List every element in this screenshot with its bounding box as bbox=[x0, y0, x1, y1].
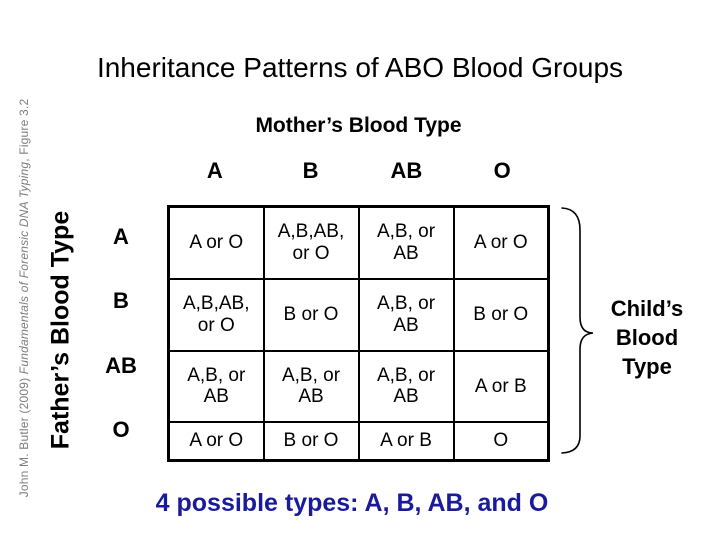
citation-suffix: , Figure 3.2 bbox=[17, 98, 31, 162]
mother-type-ab: AB bbox=[390, 158, 423, 183]
table-cell: A,B,AB, or O bbox=[262, 205, 360, 280]
mother-type-headers: A B AB O bbox=[167, 158, 550, 184]
father-type-b: B bbox=[113, 288, 129, 314]
table-cell: A,B, or AB bbox=[357, 205, 455, 280]
table-row: A,B,AB, or O B or O A,B, or AB B or O bbox=[167, 277, 550, 352]
table-cell: A,B,AB, or O bbox=[167, 277, 265, 352]
table-cell: A or B bbox=[452, 349, 550, 424]
table-cell: A or O bbox=[452, 205, 550, 280]
table-cell: A or O bbox=[167, 421, 265, 462]
table-row: A or O B or O A or B O bbox=[167, 421, 550, 462]
table-cell: O bbox=[452, 421, 550, 462]
mother-axis-label: Mother’s Blood Type bbox=[255, 114, 462, 137]
citation: John M. Butler (2009) Fundamentals of Fo… bbox=[17, 99, 31, 498]
mother-type-o: O bbox=[493, 158, 511, 183]
table-row: A,B, or AB A,B, or AB A,B, or AB A or B bbox=[167, 349, 550, 424]
summary-caption: 4 possible types: A, B, AB, and O bbox=[155, 489, 549, 517]
citation-prefix: John M. Butler (2009) bbox=[17, 374, 31, 498]
father-type-ab: AB bbox=[105, 352, 137, 378]
father-axis-label: Father’s Blood Type bbox=[46, 210, 75, 450]
table-cell: B or O bbox=[262, 277, 360, 352]
table-cell: B or O bbox=[452, 277, 550, 352]
inheritance-table: A or O A,B,AB, or O A,B, or AB A or O A,… bbox=[167, 205, 550, 462]
citation-book-title: Fundamentals of Forensic DNA Typing bbox=[17, 161, 31, 375]
table-cell: A,B, or AB bbox=[167, 349, 265, 424]
table-cell: A or O bbox=[167, 205, 265, 280]
table-cell: A or B bbox=[357, 421, 455, 462]
table-row: A or O A,B,AB, or O A,B, or AB A or O bbox=[167, 205, 550, 280]
curly-brace-icon bbox=[561, 207, 594, 454]
page-title: Inheritance Patterns of ABO Blood Groups bbox=[96, 52, 624, 83]
table-cell: A,B, or AB bbox=[262, 349, 360, 424]
table-cell: B or O bbox=[262, 421, 360, 462]
mother-type-a: A bbox=[206, 158, 223, 183]
table-cell: A,B, or AB bbox=[357, 277, 455, 352]
mother-type-b: B bbox=[302, 158, 319, 183]
father-type-o: O bbox=[112, 416, 130, 442]
child-blood-type-label: Child’s Blood Type bbox=[610, 296, 684, 379]
father-type-headers: A B AB O bbox=[91, 205, 151, 462]
father-type-a: A bbox=[113, 224, 129, 250]
table-cell: A,B, or AB bbox=[357, 349, 455, 424]
